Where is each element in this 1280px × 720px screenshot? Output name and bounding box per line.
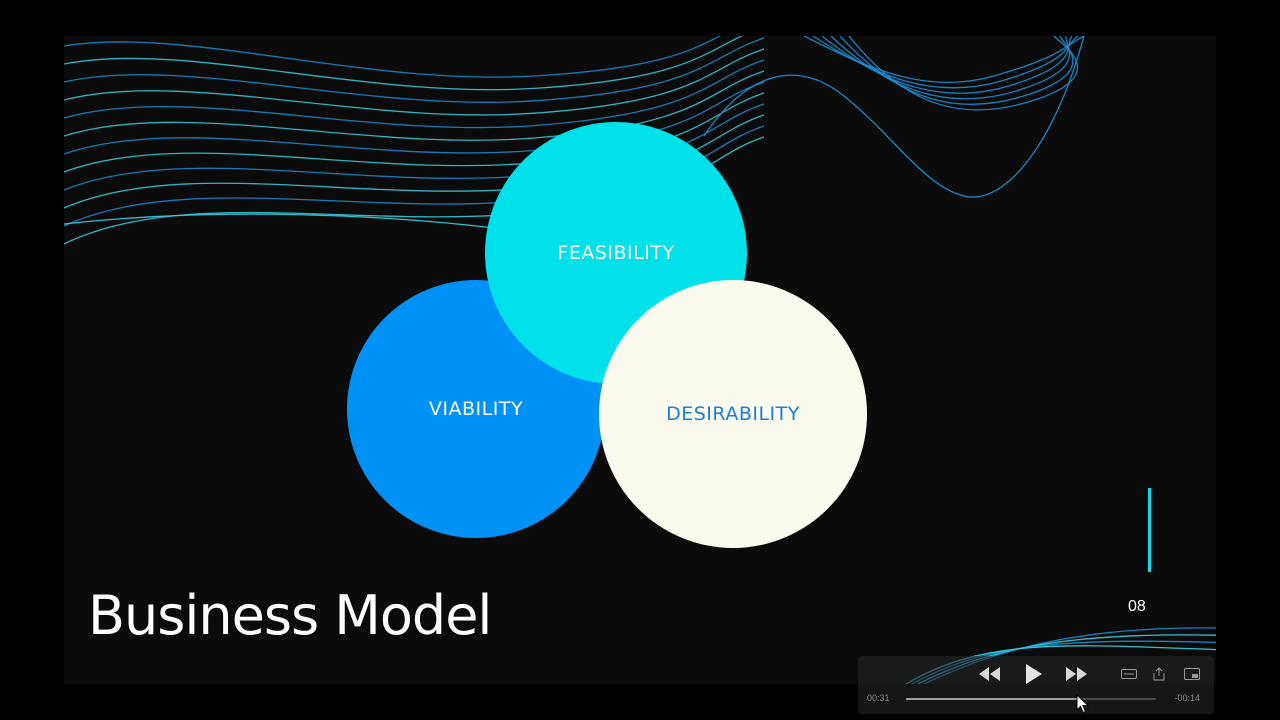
page-accent-bar xyxy=(1148,488,1151,572)
remaining-time: -00:14 xyxy=(1174,693,1200,703)
picture-in-picture-icon xyxy=(1184,668,1200,680)
progress-fill xyxy=(906,698,1079,700)
fast-forward-button[interactable] xyxy=(1062,662,1090,686)
share-icon xyxy=(1153,667,1165,681)
presentation-slide: VIABILITY FEASIBILITY DESIRABILITY Busin… xyxy=(64,36,1216,684)
fast-forward-icon xyxy=(1066,667,1087,681)
wave-lines-decoration xyxy=(64,36,1216,684)
mouse-cursor-icon xyxy=(1076,694,1090,714)
play-icon xyxy=(1026,664,1042,684)
elapsed-time: 00:31 xyxy=(867,693,890,703)
venn-label-feasibility: FEASIBILITY xyxy=(557,242,675,264)
venn-circle-desirability: DESIRABILITY xyxy=(599,280,867,548)
progress-scrubber[interactable] xyxy=(906,698,1156,700)
picture-in-picture-button[interactable] xyxy=(1180,664,1204,684)
captions-button[interactable] xyxy=(1118,664,1140,684)
venn-label-desirability: DESIRABILITY xyxy=(666,403,800,425)
slide-title: Business Model xyxy=(88,584,492,647)
play-button[interactable] xyxy=(1020,660,1048,688)
page-number: 08 xyxy=(1128,598,1146,615)
rewind-icon xyxy=(979,667,1000,681)
playback-controls: 00:31 -00:14 xyxy=(858,656,1214,714)
captions-icon xyxy=(1121,669,1137,679)
rewind-button[interactable] xyxy=(976,662,1004,686)
venn-label-viability: VIABILITY xyxy=(428,398,524,420)
share-button[interactable] xyxy=(1148,664,1170,684)
